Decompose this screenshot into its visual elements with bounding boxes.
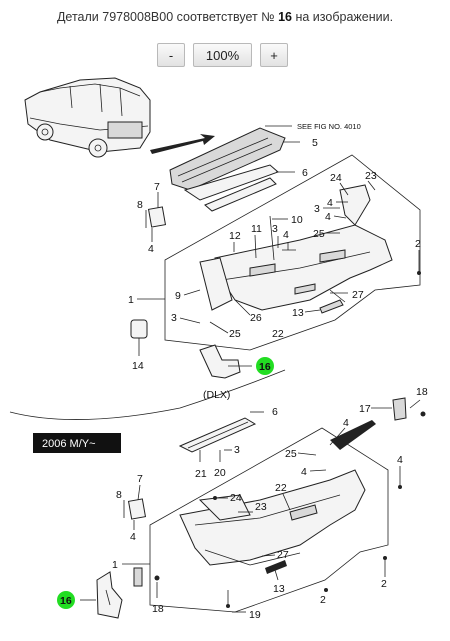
label-top-4c: 4 [283,229,289,241]
zoom-controls: - 100% + [157,43,288,67]
part-16-mudguard-top [199,344,241,379]
label-top-4a: 4 [148,243,154,255]
label-top-23: 23 [365,170,377,182]
label-bottom-13: 13 [273,583,285,595]
label-top-12: 12 [229,230,241,242]
label-bottom-4c: 4 [397,454,403,466]
highlight-marker-top [256,357,274,375]
year-label: 2006 M/Y~ [42,438,96,450]
caption-item-number: 16 [278,10,292,24]
label-bottom-8: 8 [116,489,122,501]
label-top-7: 7 [154,181,160,193]
label-bottom-19: 19 [249,609,261,621]
section-divider [9,369,286,421]
label-top-1: 1 [128,294,134,306]
bottom-bumper-cover [179,469,366,566]
label-top-22: 22 [272,328,284,340]
caption-middle: соответствует № [176,10,275,24]
label-bottom-6: 6 [272,406,278,418]
label-bottom-24: 24 [230,492,242,504]
part-caption: Детали 7978008B00 соответствует № 16 на … [0,10,450,24]
label-bottom-22: 22 [275,482,287,494]
top-assembly-frame [164,154,421,351]
label-bottom-18: 18 [416,386,428,398]
label-top-10: 10 [291,214,303,226]
label-top-24: 24 [330,172,342,184]
car-illustration [24,77,215,158]
label-top-9: 9 [175,290,181,302]
label-top-3b: 3 [272,223,278,235]
part-16-mudguard-bottom [96,571,123,619]
label-bottom-16: 16 [60,595,72,607]
label-bottom-25: 25 [285,448,297,460]
year-badge [33,433,121,453]
label-bottom-21: 21 [195,468,207,480]
label-top-13: 13 [292,307,304,319]
caption-prefix: Детали [56,10,99,24]
parts-diagram: 5 SEE FIG NO. 4010 6 7 8 4 24 23 3 4 10 … [9,77,428,621]
zoom-in-button[interactable]: + [260,43,288,67]
label-top-4b: 4 [327,197,333,209]
label-bottom-17: 17 [359,403,371,415]
label-bottom-4a: 4 [343,417,349,429]
label-top-16: 16 [259,361,271,373]
label-top-5: 5 [312,137,318,149]
label-bottom-2a: 2 [381,578,387,590]
label-top-2: 2 [415,238,421,250]
label-top-25: 25 [313,228,325,240]
caption-suffix: на изображении. [295,10,394,24]
bottom-assembly-frame [149,427,389,613]
label-bottom-20: 20 [214,467,226,479]
part-14-reflector [130,319,148,339]
label-bottom-2b: 2 [320,594,326,606]
label-top-6: 6 [302,167,308,179]
label-top-26: 26 [250,312,262,324]
label-bottom-27: 27 [277,549,289,561]
label-bottom-3: 3 [234,444,240,456]
label-bottom-4b: 4 [301,466,307,478]
reference-note: SEE FIG NO. 4010 [297,122,361,131]
label-bottom-4d: 4 [130,531,136,543]
label-top-3: 3 [314,203,320,215]
zoom-level-button[interactable]: 100% [193,43,252,67]
label-bottom-18: 18 [152,603,164,615]
caption-part-number: 7978008B00 [102,10,174,24]
label-bottom-23: 23 [255,501,267,513]
label-top-27: 27 [352,289,364,301]
label-top-14: 14 [132,360,144,372]
label-top-3c: 3 [171,312,177,324]
label-top-25b: 25 [229,328,241,340]
highlight-marker-bottom [57,591,75,609]
label-top-4d: 4 [325,211,331,223]
label-top-8: 8 [137,199,143,211]
label-bottom-7: 7 [137,473,143,485]
label-bottom-1: 1 [112,559,118,571]
zoom-out-button[interactable]: - [157,43,185,67]
label-top-11: 11 [251,223,262,235]
